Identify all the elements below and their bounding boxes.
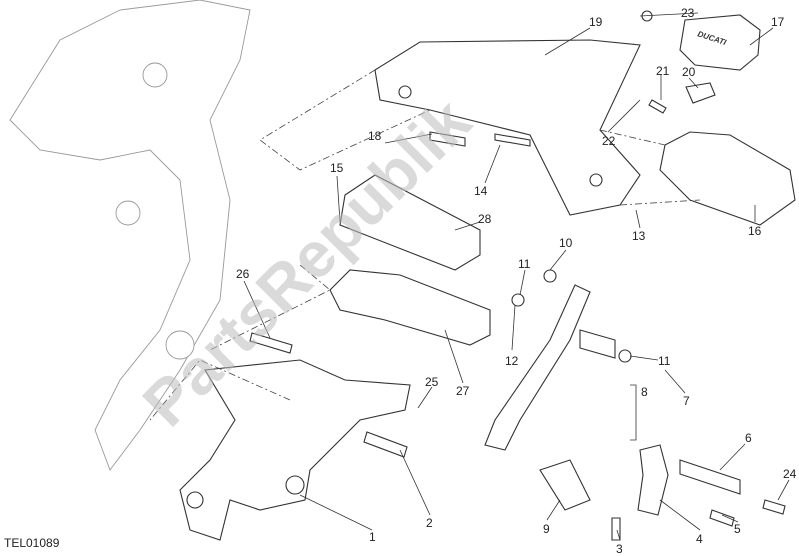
callout-15: 15 [330,161,344,175]
pin-26 [249,332,293,354]
rear-footpeg [659,131,796,226]
callout-23: 23 [681,6,695,20]
bolt-2 [363,431,408,458]
callout-9: 9 [543,522,550,536]
leader-lines [243,12,790,541]
washer-11 [511,293,525,307]
front-rubber-pad [339,174,481,271]
callout-7: 7 [683,394,690,408]
rear-bracket [374,39,641,216]
washer-11b [618,349,632,363]
bolt-24 [762,499,786,515]
callout-13: 13 [632,229,646,243]
callout-18: 18 [368,129,382,143]
rear-rubber-pad: DUCATI [679,14,761,71]
callout-16: 16 [748,224,762,238]
lever-rubber [539,459,591,511]
nut-10 [543,269,557,283]
callouts: 1 2 3 4 5 6 7 8 9 10 11 11 12 13 14 15 1… [236,6,797,556]
callout-17: 17 [771,15,785,29]
frame-outline [9,0,251,471]
callout-25: 25 [425,375,439,389]
rod-6 [679,459,741,495]
callout-14: 14 [474,184,488,198]
callout-5: 5 [734,522,741,536]
callout-4: 4 [696,532,703,546]
spring-pin [648,99,667,114]
front-bracket [179,359,411,541]
callout-24: 24 [783,467,797,481]
callout-20: 20 [682,65,696,79]
callout-21: 21 [656,64,670,78]
pivot-7 [579,329,616,359]
gear-lever [484,284,591,451]
callout-28: 28 [478,212,492,226]
callout-19: 19 [589,15,603,29]
callout-10: 10 [559,236,573,250]
callout-3: 3 [616,542,623,556]
callout-27: 27 [456,384,470,398]
callout-11b: 11 [658,354,671,368]
callout-11: 11 [518,257,531,271]
callout-6: 6 [745,431,752,445]
callout-8: 8 [641,385,648,399]
bolt-18 [429,131,466,147]
front-footpeg [329,269,491,346]
callout-12: 12 [505,354,519,368]
callout-1: 1 [369,530,376,544]
pin-14 [494,133,531,147]
callout-2: 2 [426,516,433,530]
bolt-5 [709,509,735,527]
linkage-4 [637,444,669,516]
diagram-code: TEL01089 [4,536,60,550]
peg-stop [685,82,716,104]
callout-26: 26 [236,267,250,281]
callout-22: 22 [602,134,616,148]
